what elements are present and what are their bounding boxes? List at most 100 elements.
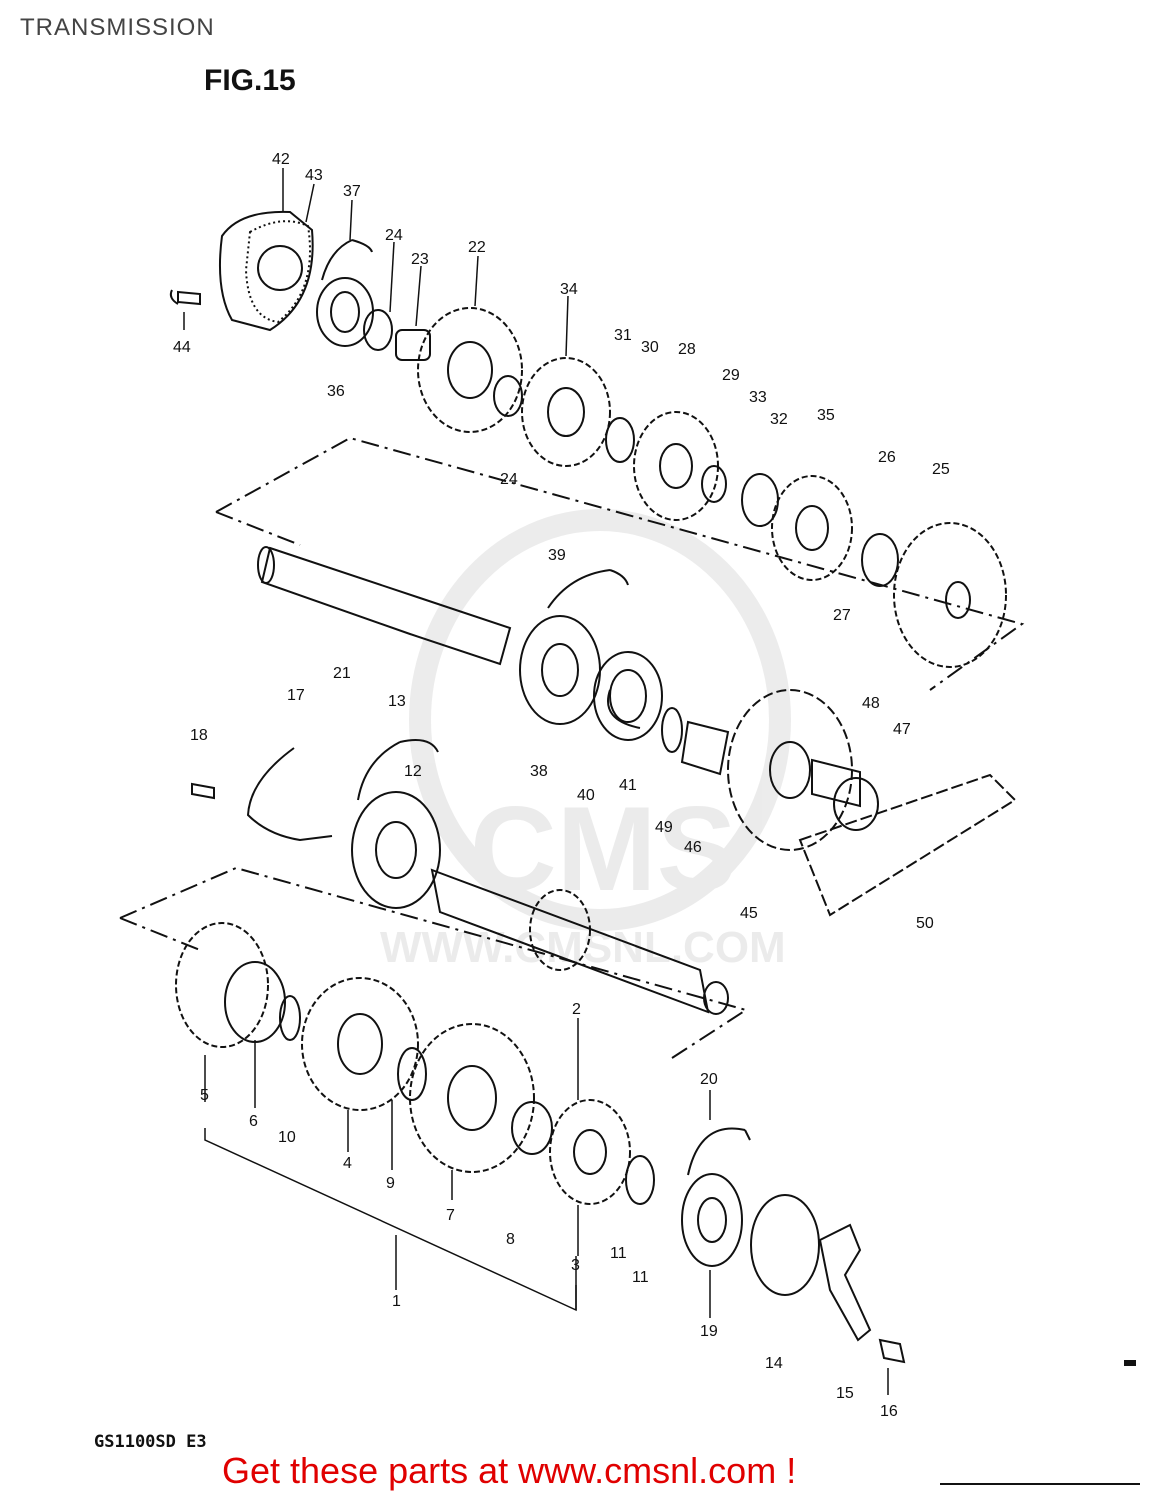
callout-11a: 11 (610, 1245, 627, 1262)
callout-30: 30 (641, 339, 659, 356)
callout-3: 3 (571, 1257, 580, 1274)
callout-24: 24 (385, 227, 403, 244)
callout-7: 7 (446, 1207, 455, 1224)
callout-29: 29 (722, 367, 740, 384)
mainshaft-parts (175, 739, 906, 1364)
callout-46: 46 (684, 839, 702, 856)
callout-32: 32 (770, 411, 788, 428)
callout-4: 4 (343, 1155, 352, 1172)
callout-10: 10 (278, 1129, 296, 1146)
gear-5 (175, 922, 269, 1048)
callout-34: 34 (560, 281, 578, 298)
bolt-16 (878, 1338, 906, 1364)
callout-47: 47 (893, 721, 911, 738)
driveshaft-parts (257, 546, 1017, 917)
callout-23: 23 (411, 251, 429, 268)
bushing-8 (511, 1101, 553, 1155)
callout-43: 43 (305, 167, 323, 184)
cover-14 (750, 1194, 820, 1296)
callout-16: 16 (880, 1403, 898, 1420)
countershaft-parts (169, 210, 1007, 668)
callout-12: 12 (404, 763, 422, 780)
callout-45: 45 (740, 905, 758, 922)
gear-34 (521, 357, 611, 467)
callout-24b: 24 (500, 471, 518, 488)
bushing-29 (701, 465, 727, 503)
circlip-39 (547, 569, 629, 609)
gear-4 (301, 977, 419, 1111)
circlip-20 (687, 1127, 751, 1176)
circlip-10 (279, 995, 301, 1041)
spacer-46 (680, 720, 730, 776)
cms-watermark: CMS WWW.CMSNL.COM (380, 509, 791, 972)
callout-1: 1 (392, 1293, 401, 1310)
margin-mark (1124, 1360, 1136, 1366)
nut-47 (833, 777, 879, 831)
callout-8: 8 (506, 1231, 515, 1248)
washer-9 (397, 1047, 427, 1101)
bearing-38 (519, 615, 601, 725)
callout-9: 9 (386, 1175, 395, 1192)
circlip-11 (625, 1155, 655, 1205)
callout-41: 41 (619, 777, 637, 794)
callout-13: 13 (388, 693, 406, 710)
callout-21: 21 (333, 665, 351, 682)
oil-seal-40 (593, 651, 663, 741)
gear-25 (893, 522, 1007, 668)
callout-25: 25 (932, 461, 950, 478)
callout-15: 15 (836, 1385, 854, 1402)
washer-48 (811, 758, 861, 808)
callout-2: 2 (572, 1001, 581, 1018)
gasket (244, 220, 311, 324)
callout-22: 22 (468, 239, 486, 256)
retainer-15 (818, 1223, 872, 1342)
bearing-cover-plate (218, 210, 314, 332)
bearing-19 (681, 1173, 743, 1267)
callout-19: 19 (700, 1323, 718, 1340)
callout-14: 14 (765, 1355, 783, 1372)
chain-50 (798, 773, 1017, 917)
leader-lines (183, 168, 889, 1395)
gear-28 (633, 411, 719, 521)
o-ring-49 (661, 707, 683, 753)
gear-7 (409, 1023, 535, 1173)
bolt-18 (191, 782, 215, 800)
callout-35: 35 (817, 407, 835, 424)
bearing-12 (351, 791, 441, 909)
circlip-30 (605, 417, 635, 463)
parts-link-banner[interactable]: Get these parts at www.cmsnl.com ! (222, 1450, 797, 1491)
callout-48: 48 (862, 695, 880, 712)
watermark-brand: CMS (470, 782, 737, 916)
callout-33: 33 (749, 389, 767, 406)
callout-26: 26 (878, 449, 896, 466)
callout-numbers: 42 43 37 24 23 22 34 31 30 28 29 33 32 3… (173, 151, 950, 1420)
callout-17: 17 (287, 687, 305, 704)
callout-39: 39 (548, 547, 566, 564)
callout-11b: 11 (632, 1269, 649, 1286)
model-code: GS1100SD E3 (94, 1432, 207, 1452)
callout-18: 18 (190, 727, 208, 744)
callout-37: 37 (343, 183, 361, 200)
gear-35 (771, 475, 853, 581)
figure-label: FIG.15 (204, 64, 296, 97)
gear-on-shaft (529, 889, 591, 971)
washer-26 (861, 533, 899, 587)
callout-28: 28 (678, 341, 696, 358)
needle-bearing-23 (395, 329, 431, 361)
page-title: TRANSMISSION (20, 14, 215, 41)
gear-3 (549, 1099, 631, 1205)
callout-49: 49 (655, 819, 673, 836)
callout-27: 27 (833, 607, 851, 624)
circlip-13 (357, 739, 439, 801)
mainshaft-2 (430, 868, 710, 1014)
circlip-37 (321, 239, 373, 281)
bolt-44 (169, 289, 201, 306)
washer-24 (363, 309, 393, 351)
callout-50: 50 (916, 915, 934, 932)
callout-38: 38 (530, 763, 548, 780)
callout-40: 40 (577, 787, 595, 804)
washer-6 (224, 961, 286, 1043)
callout-42: 42 (272, 151, 290, 168)
ring-41 (607, 689, 641, 729)
